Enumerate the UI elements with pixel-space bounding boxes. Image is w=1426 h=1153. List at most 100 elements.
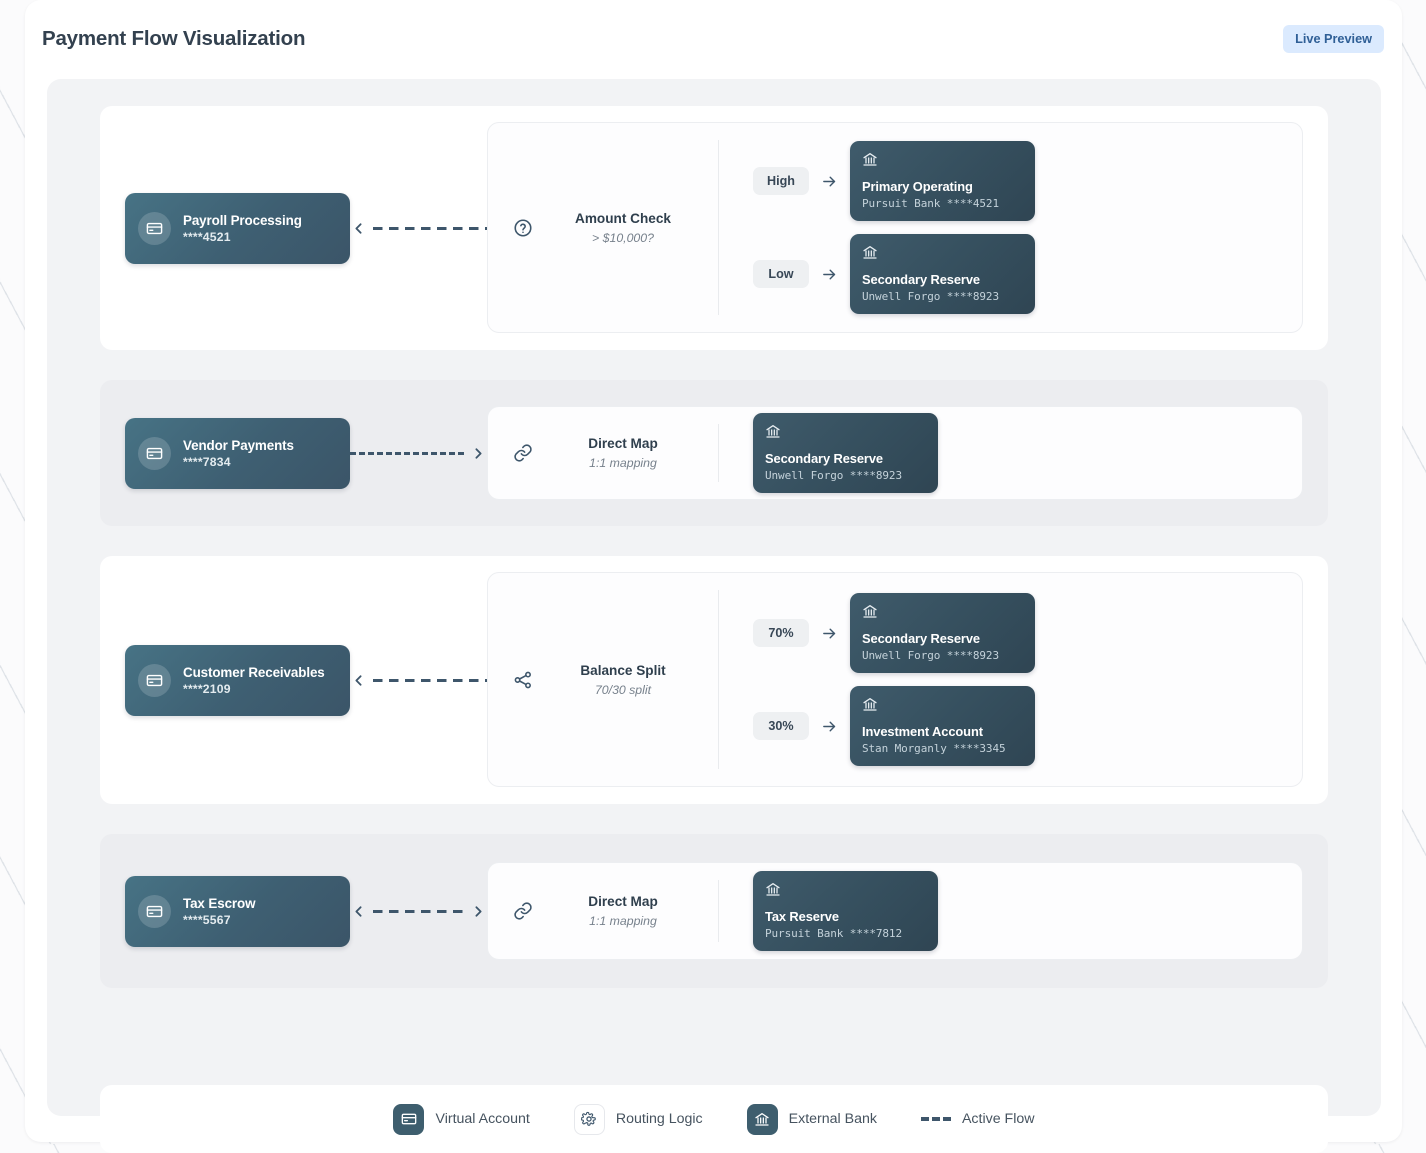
- branch-badge: Low: [753, 259, 809, 289]
- routing-logic-text: Direct Map 1:1 mapping: [552, 436, 702, 470]
- bank-icon: [765, 423, 926, 444]
- connector-dashed-line: [373, 909, 464, 913]
- legend-item-active-flow: Active Flow: [920, 1111, 1035, 1127]
- destination-bank-card[interactable]: Secondary Reserve Unwell Forgo ****8923: [753, 413, 938, 493]
- routing-panel[interactable]: Direct Map 1:1 mapping Tax Reserve Pursu…: [487, 862, 1303, 960]
- branch-item[interactable]: Secondary Reserve Unwell Forgo ****8923: [753, 413, 938, 493]
- bank-icon: [862, 244, 1023, 265]
- destination-bank-card[interactable]: Primary Operating Pursuit Bank ****4521: [850, 141, 1035, 221]
- destination-name: Investment Account: [862, 724, 983, 739]
- routing-logic-title: Amount Check: [575, 210, 671, 226]
- credit-card-icon: [138, 211, 171, 245]
- bank-icon: [862, 603, 1023, 624]
- chevron-right-icon: [475, 905, 482, 917]
- flow-row[interactable]: Payroll Processing ****4521 Amo: [100, 106, 1328, 350]
- flow-canvas: Payroll Processing ****4521 Amo: [47, 79, 1381, 1153]
- branch-item[interactable]: Tax Reserve Pursuit Bank ****7812: [753, 871, 938, 951]
- legend-label: External Bank: [788, 1111, 877, 1127]
- branch-list: Tax Reserve Pursuit Bank ****7812: [741, 871, 938, 951]
- branch-list: High Primary Operating Pursuit Bank ****…: [741, 141, 1035, 314]
- branch-list: Secondary Reserve Unwell Forgo ****8923: [741, 413, 938, 493]
- bank-icon: [765, 881, 926, 902]
- legend: Virtual Account Routing Logic External B…: [100, 1085, 1328, 1153]
- destination-bank-card[interactable]: Tax Reserve Pursuit Bank ****7812: [753, 871, 938, 951]
- source-account-name: Customer Receivables: [183, 664, 325, 680]
- legend-label: Virtual Account: [435, 1111, 530, 1127]
- chevron-right-icon: [475, 447, 482, 459]
- destination-bank-card[interactable]: Secondary Reserve Unwell Forgo ****8923: [850, 593, 1035, 673]
- legend-item-routing-logic: Routing Logic: [573, 1103, 703, 1135]
- link-icon: [510, 443, 536, 463]
- chevron-left-icon: [355, 674, 362, 686]
- credit-card-icon: [138, 894, 171, 928]
- flow-rows: Payroll Processing ****4521 Amo: [100, 106, 1328, 988]
- page-title: Payment Flow Visualization: [42, 27, 306, 50]
- routing-logic-text: Amount Check > $10,000?: [552, 211, 702, 245]
- dashed-line-icon: [920, 1117, 951, 1121]
- page-panel: Payment Flow Visualization Live Preview …: [25, 0, 1402, 1153]
- legend-item-external-bank: External Bank: [746, 1103, 877, 1135]
- link-icon: [510, 901, 536, 921]
- destination-bank-account: Pursuit Bank ****7812: [765, 927, 902, 940]
- arrow-right-icon: [823, 628, 836, 638]
- destination-bank-account: Unwell Forgo ****8923: [765, 469, 902, 482]
- panel-divider: [718, 424, 719, 482]
- credit-card-icon: [138, 436, 171, 470]
- flow-connector: [350, 903, 487, 920]
- connector-dashed-line: [373, 678, 487, 682]
- branch-item[interactable]: Low Secondary Reserve Unwell Forgo ****8…: [753, 234, 1035, 314]
- branch-item[interactable]: 30% Investment Account Stan Morganly ***…: [753, 686, 1035, 766]
- branch-item[interactable]: High Primary Operating Pursuit Bank ****…: [753, 141, 1035, 221]
- panel-divider: [718, 880, 719, 942]
- credit-card-icon: [393, 1103, 425, 1135]
- destination-bank-account: Stan Morganly ****3345: [862, 742, 1006, 755]
- legend-label: Routing Logic: [615, 1111, 703, 1127]
- source-account-card[interactable]: Customer Receivables ****2109: [125, 644, 350, 716]
- destination-name: Secondary Reserve: [765, 451, 883, 466]
- live-preview-button[interactable]: Live Preview: [1283, 24, 1384, 54]
- routing-panel[interactable]: Amount Check > $10,000? High: [487, 122, 1303, 333]
- bank-icon: [862, 696, 1023, 717]
- arrow-right-icon: [823, 721, 836, 731]
- share-split-icon: [510, 670, 536, 690]
- flow-row[interactable]: Customer Receivables ****2109: [100, 556, 1328, 804]
- branch-badge: 30%: [753, 711, 809, 741]
- destination-bank-account: Unwell Forgo ****8923: [862, 649, 999, 662]
- credit-card-icon: [138, 663, 171, 697]
- routing-logic-subtitle: 70/30 split: [594, 682, 652, 697]
- flow-connector: [350, 445, 487, 462]
- source-account-card[interactable]: Payroll Processing ****4521: [125, 192, 350, 264]
- routing-panel[interactable]: Balance Split 70/30 split 70%: [487, 572, 1303, 787]
- branch-list: 70% Secondary Reserve Unwell Forgo ****8…: [741, 593, 1035, 766]
- routing-logic-subtitle: > $10,000?: [592, 230, 654, 245]
- source-account-card[interactable]: Tax Escrow ****5567: [125, 875, 350, 947]
- source-account-card[interactable]: Vendor Payments ****7834: [125, 417, 350, 489]
- connector-dashed-line: [350, 451, 464, 455]
- source-account-name: Tax Escrow: [183, 895, 256, 911]
- branch-badge: High: [753, 166, 809, 196]
- help-circle-icon: [510, 218, 536, 238]
- gear-icon: [573, 1103, 605, 1135]
- legend-label: Active Flow: [961, 1111, 1035, 1127]
- source-account-number: ****4521: [183, 229, 231, 244]
- chevron-left-icon: [355, 905, 362, 917]
- destination-name: Secondary Reserve: [862, 272, 980, 287]
- panel-divider: [718, 590, 719, 769]
- routing-logic-subtitle: 1:1 mapping: [589, 914, 657, 928]
- destination-bank-account: Pursuit Bank ****4521: [862, 197, 999, 210]
- connector-dashed-line: [373, 226, 487, 230]
- flow-connector: [350, 220, 487, 237]
- branch-item[interactable]: 70% Secondary Reserve Unwell Forgo ****8…: [753, 593, 1035, 673]
- destination-bank-card[interactable]: Investment Account Stan Morganly ****334…: [850, 686, 1035, 766]
- bank-icon: [862, 151, 1023, 172]
- destination-name: Secondary Reserve: [862, 631, 980, 646]
- flow-row[interactable]: Tax Escrow ****5567: [100, 834, 1328, 988]
- routing-logic-title: Direct Map: [588, 894, 658, 909]
- flow-row[interactable]: Vendor Payments ****7834 Direct: [100, 380, 1328, 526]
- source-account-name: Payroll Processing: [183, 212, 302, 228]
- destination-bank-card[interactable]: Secondary Reserve Unwell Forgo ****8923: [850, 234, 1035, 314]
- routing-panel[interactable]: Direct Map 1:1 mapping Secondary Reserve…: [487, 406, 1303, 500]
- arrow-right-icon: [823, 269, 836, 279]
- destination-bank-account: Unwell Forgo ****8923: [862, 290, 999, 303]
- flow-connector: [350, 672, 487, 689]
